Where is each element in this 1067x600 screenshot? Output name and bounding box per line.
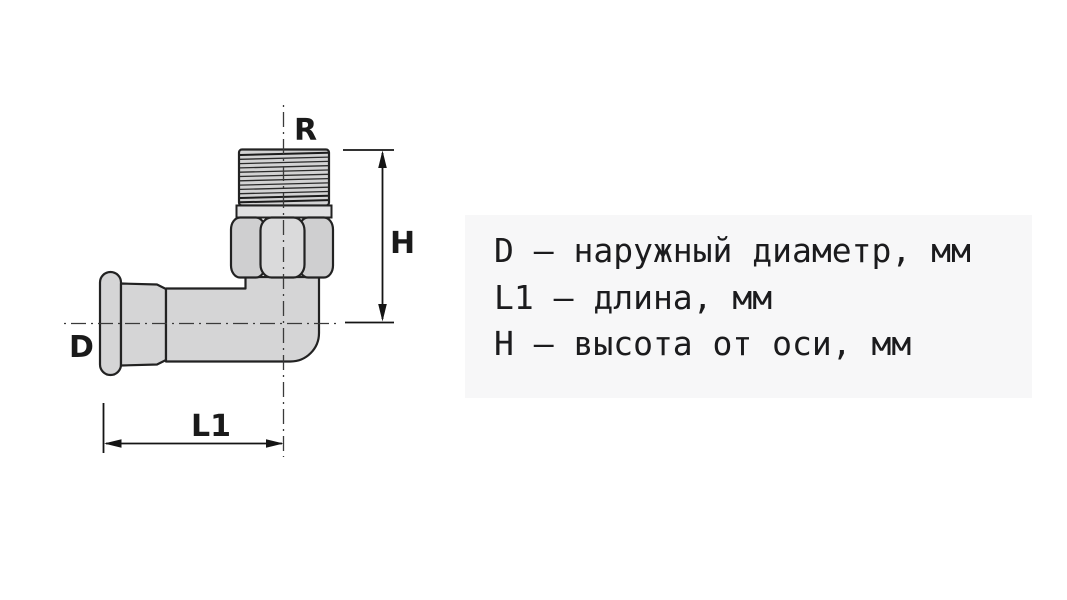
legend-line-length: L1 – длина, мм [494,277,773,317]
hex-facet-center [259,216,306,279]
hex-nut [229,216,335,279]
l1-arrow-right [266,439,284,448]
length-label: L1 [191,409,231,444]
legend-line-height: H – высота от оси, мм [494,324,912,363]
legend-line-diameter: D – наружный диаметр, мм [494,231,971,270]
legend-box: D – наружный диаметр, мм L1 – длина, мм … [465,215,1032,398]
h-arrow-up [378,150,387,168]
elbow-body [164,275,321,363]
elbow-fitting [98,148,335,377]
h-arrow-down [378,304,387,322]
height-label: H [390,226,415,261]
dimension-l1: L1 [102,403,284,453]
thread-label: R [294,113,317,148]
socket-body [119,282,168,367]
l1-arrow-left [104,439,122,448]
diameter-label: D [69,330,94,365]
dimension-h: H [343,149,415,324]
centerlines [64,105,338,457]
